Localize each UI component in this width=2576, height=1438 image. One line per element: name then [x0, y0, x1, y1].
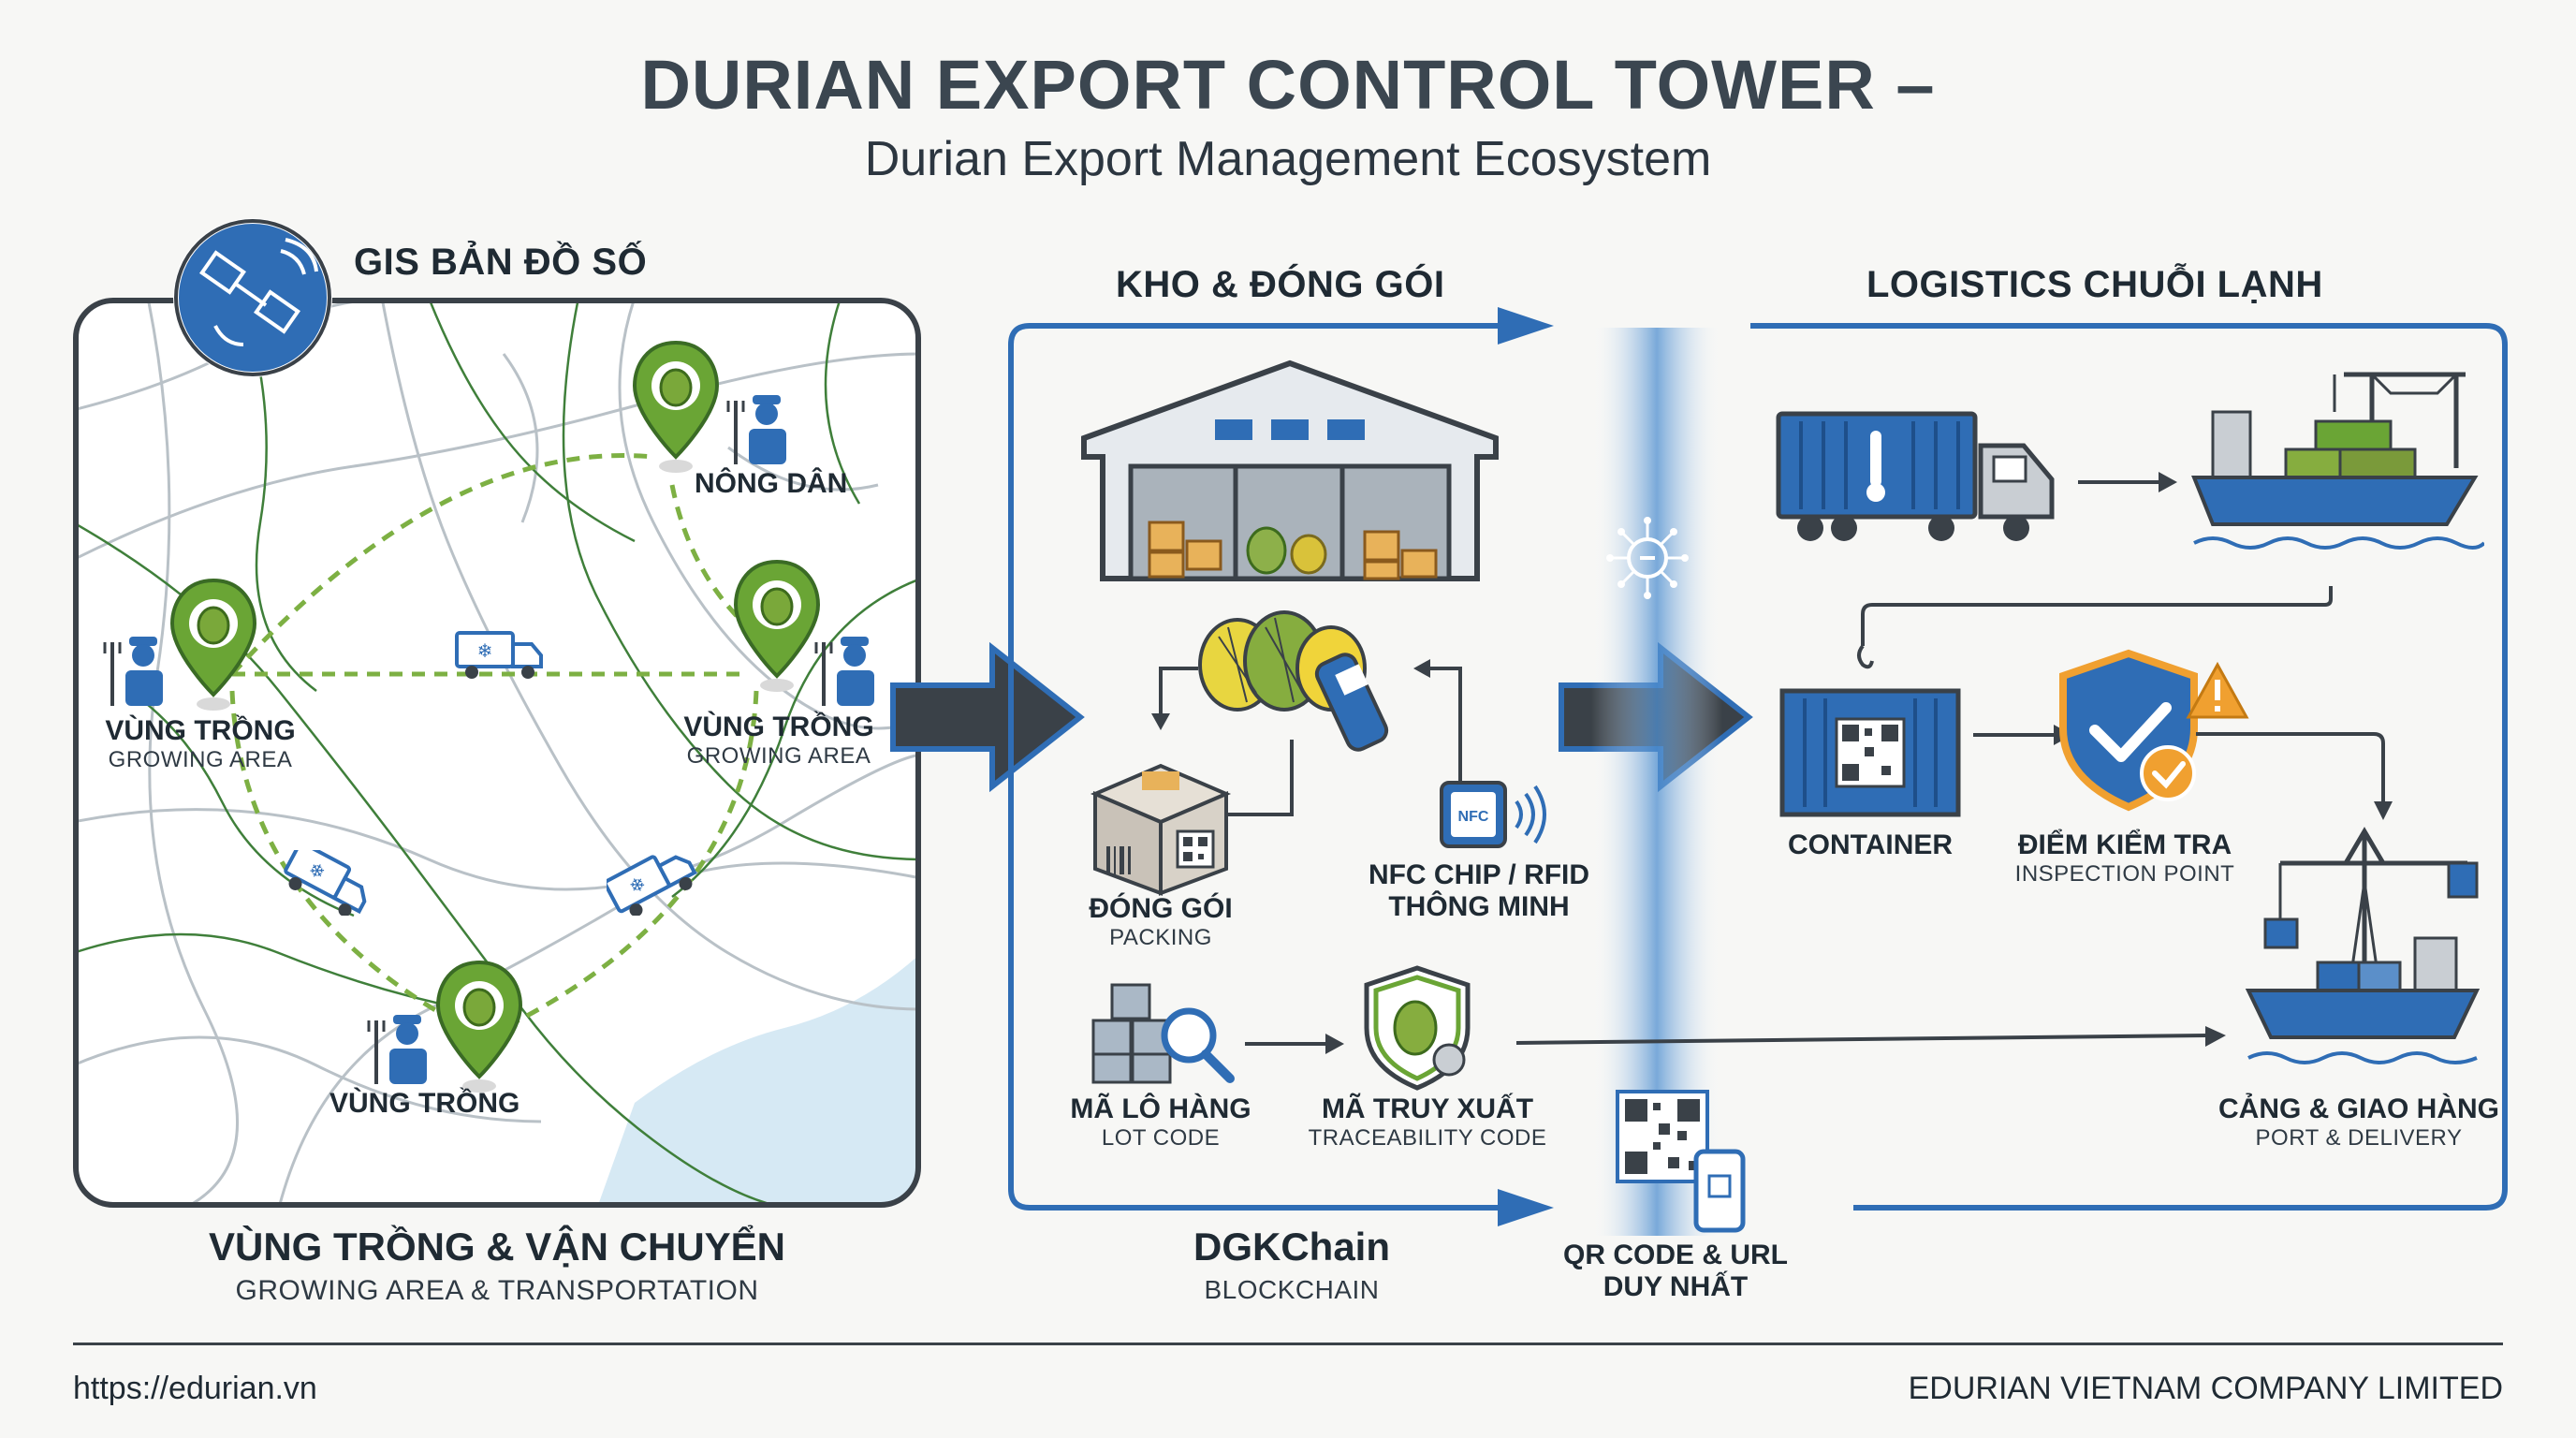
traceability-caption: MÃ TRUY XUẤT TRACEABILITY CODE	[1301, 1093, 1554, 1152]
arrow-right-icon	[1245, 1034, 1344, 1054]
packing-label: ĐÓNG GÓI	[1089, 893, 1233, 924]
packing-caption: ĐÓNG GÓI PACKING	[1048, 893, 1273, 951]
nfc-label-line1: NFC CHIP / RFID	[1368, 859, 1590, 890]
farmer-icon	[726, 395, 786, 464]
warning-icon	[2186, 661, 2249, 719]
package-box-icon	[1090, 763, 1232, 896]
map-pin-icon	[169, 578, 257, 711]
lot-code-sublabel: LOT CODE	[1101, 1125, 1221, 1151]
port-sublabel: PORT & DELIVERY	[2255, 1125, 2463, 1151]
growing-area-right: VÙNG TRỒNG GROWING AREA	[670, 712, 887, 770]
farmer-label: NÔNG DÂN	[695, 468, 848, 499]
footer-url-link[interactable]: https://edurian.vn	[73, 1371, 317, 1406]
port-label: CẢNG & GIAO HÀNG	[2218, 1093, 2499, 1124]
lot-search-icon	[1091, 983, 1235, 1084]
qr-caption: QR CODE & URL DUY NHẤT	[1535, 1240, 1816, 1303]
packing-sublabel: PACKING	[1109, 925, 1212, 950]
connector-to-container	[1857, 586, 2333, 669]
growing-area-right-label: VÙNG TRỒNG	[683, 712, 874, 742]
port-caption: CẢNG & GIAO HÀNG PORT & DELIVERY	[2218, 1093, 2499, 1152]
nfc-caption: NFC CHIP / RFID THÔNG MINH	[1348, 859, 1610, 923]
blockchain-band	[1591, 328, 1722, 1236]
container-label: CONTAINER	[1787, 829, 1954, 860]
river-network	[76, 301, 918, 1205]
qr-label-line1: QR CODE & URL	[1563, 1240, 1788, 1270]
svg-text:❄: ❄	[477, 641, 493, 662]
refrigerated-truck-icon: ❄	[455, 631, 543, 679]
arrow-right-icon	[2078, 472, 2177, 492]
durian-scanner-icon	[1198, 610, 1389, 752]
road-network	[76, 301, 918, 1205]
footer-divider	[73, 1343, 2503, 1345]
page-subtitle: Durian Export Management Ecosystem	[864, 132, 1712, 186]
inspection-label: ĐIỂM KIỂM TRA	[2017, 829, 2232, 860]
map-frame	[73, 298, 921, 1208]
nfc-chip-icon: NFC	[1440, 781, 1546, 848]
warehouse-icon	[1081, 360, 1499, 581]
traceability-label: MÃ TRUY XUẤT	[1321, 1093, 1534, 1124]
connector-arrows	[1151, 659, 1462, 816]
arrow-to-port	[1516, 1026, 2226, 1047]
flow-arrow-icon	[890, 642, 1085, 792]
map-pin-icon	[435, 960, 523, 1093]
page-title: DURIAN EXPORT CONTROL TOWER –	[640, 46, 1936, 124]
satellite-icon	[173, 218, 332, 377]
refrigerated-truck-icon: ❄	[284, 850, 367, 916]
growing-area-left-label: VÙNG TRỒNG	[105, 715, 296, 746]
port-ship-icon	[2245, 827, 2481, 1064]
reefer-truck-icon	[1776, 411, 2055, 541]
logistics-heading: LOGISTICS CHUỖI LẠNH	[1866, 264, 2323, 305]
map-pin-icon	[733, 559, 821, 692]
lot-code-label: MÃ LÔ HÀNG	[1070, 1093, 1251, 1124]
blockchain-network-icon	[1606, 517, 1689, 599]
connector-to-port	[2196, 732, 2393, 820]
inspection-shield-icon	[2059, 649, 2198, 812]
growing-area-right-sublabel: GROWING AREA	[686, 743, 871, 769]
inspection-caption: ĐIỂM KIỂM TRA INSPECTION POINT	[2003, 829, 2247, 888]
qr-label-line2: DUY NHẤT	[1603, 1271, 1749, 1302]
farmer-icon	[814, 637, 874, 706]
growing-area-left-sublabel: GROWING AREA	[108, 747, 293, 772]
farmer-icon	[367, 1015, 427, 1084]
container-qr-icon	[1779, 688, 1961, 817]
refrigerated-truck-icon: ❄	[607, 855, 697, 916]
nfc-tag-text: NFC	[1458, 809, 1489, 825]
gis-section-subtitle: GROWING AREA & TRANSPORTATION	[235, 1275, 759, 1306]
map-pin-icon	[632, 340, 720, 473]
cargo-ship-icon	[2191, 372, 2484, 550]
growing-area-bottom-label: VÙNG TRỒNG	[329, 1088, 520, 1119]
process-frame	[1008, 307, 2508, 1236]
blockchain-caption: DGKChain BLOCKCHAIN	[1151, 1225, 1432, 1305]
sea-area	[597, 953, 918, 1205]
blockchain-subtitle: BLOCKCHAIN	[1204, 1275, 1380, 1304]
blockchain-title: DGKChain	[1193, 1225, 1390, 1269]
traceability-sublabel: TRACEABILITY CODE	[1308, 1125, 1547, 1151]
growing-area-left: VÙNG TRỒNG GROWING AREA	[92, 715, 309, 773]
qr-phone-icon	[1616, 1090, 1746, 1233]
gis-heading: GIS BẢN ĐỒ SỐ	[354, 242, 648, 283]
gis-section-caption: VÙNG TRỒNG & VẬN CHUYỂN GROWING AREA & T…	[73, 1225, 921, 1307]
farmer-icon	[103, 637, 163, 706]
inspection-sublabel: INSPECTION POINT	[2014, 861, 2235, 887]
gis-section-title: VÙNG TRỒNG & VẬN CHUYỂN	[208, 1225, 786, 1269]
footer-company: EDURIAN VIETNAM COMPANY LIMITED	[1908, 1371, 2503, 1406]
warehouse-heading: KHO & ĐÓNG GÓI	[1116, 264, 1445, 305]
nfc-label-line2: THÔNG MINH	[1388, 891, 1570, 922]
traceability-shield-icon	[1364, 965, 1471, 1091]
lot-code-caption: MÃ LÔ HÀNG LOT CODE	[1039, 1093, 1282, 1152]
